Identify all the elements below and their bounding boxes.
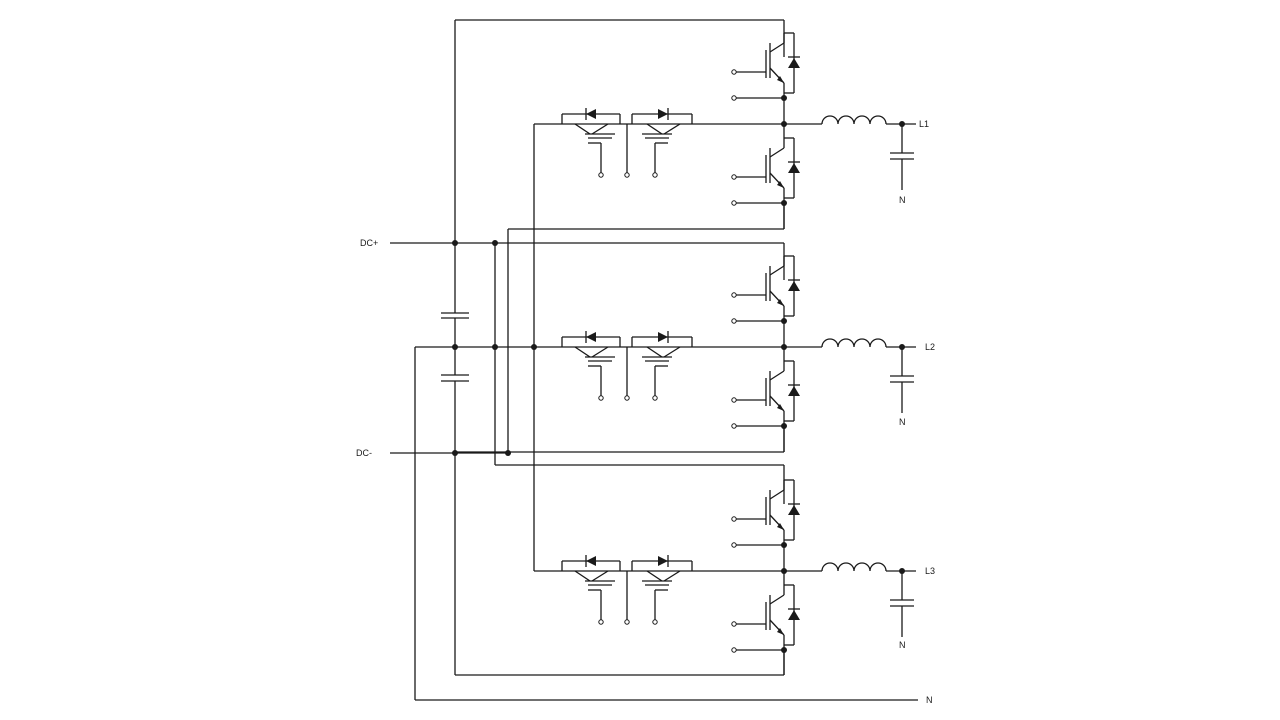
phase-l2-label: L2 [925,342,935,352]
phase-l1-neutral-label: N [899,195,906,205]
phase-l3-neutral-label: N [899,640,906,650]
output-inductor [784,115,916,127]
neutral-clamp-switch [534,555,787,625]
dc-link-capacitor-lower [441,374,469,382]
neutral-clamp-switch [534,108,787,178]
upper-igbt [731,32,800,124]
neutral-bus-label: N [926,695,933,705]
dc-minus-label: DC- [356,448,372,458]
phase-l3-label: L3 [925,566,935,576]
upper-igbt [731,255,800,347]
phase-leg-l3 [455,464,916,676]
lower-igbt [731,347,800,452]
lower-igbt [731,124,800,229]
phase-l1-label: L1 [919,119,929,129]
output-inductor [784,338,916,350]
upper-igbt [731,479,800,571]
filter-capacitor [890,571,914,637]
output-inductor [784,562,916,574]
dc-plus-label: DC+ [360,238,378,248]
neutral-clamp-switch [415,331,787,401]
phase-leg-l2 [415,242,916,453]
lower-igbt [731,571,800,675]
dc-link-capacitor-upper [441,312,469,319]
phase-l2-neutral-label: N [899,417,906,427]
filter-capacitor [890,347,914,413]
dc-bus-wiring [390,20,918,701]
phase-leg-l1 [455,19,916,230]
filter-capacitor [890,124,914,190]
